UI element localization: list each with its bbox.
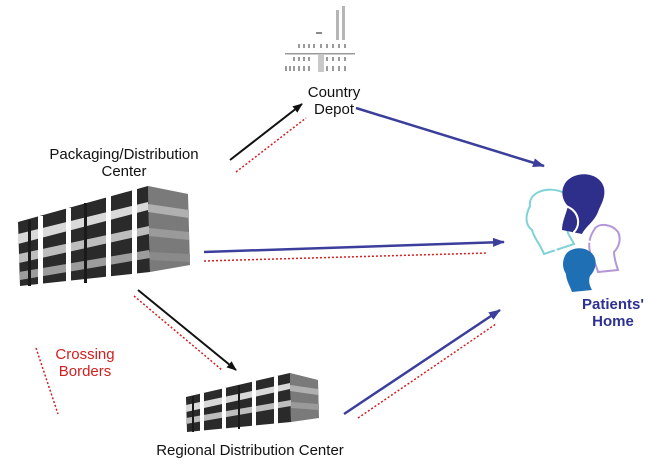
patients-home-label-line2: Home <box>592 313 634 331</box>
arrow-packaging-to-depot <box>229 103 303 161</box>
arrow-packaging-to-regional <box>137 289 237 371</box>
country-depot-icon <box>285 6 355 72</box>
country-depot-label-line2: Depot <box>313 101 355 119</box>
crossing-borders-label-line1: Crossing <box>55 346 115 363</box>
arrow-packaging-to-patients <box>203 237 505 254</box>
border-line-regional-patients <box>357 323 497 419</box>
packaging-center-label: Packaging/Distribution Center <box>34 146 214 181</box>
border-line-packaging-depot <box>235 117 307 173</box>
regional-center-building-icon <box>186 373 319 433</box>
regional-center-label: Regional Distribution Center <box>140 442 360 459</box>
country-depot-label: Country Depot <box>296 84 372 119</box>
packaging-center-label-line1: Packaging/Distribution <box>49 146 199 163</box>
arrow-depot-to-patients <box>355 106 545 168</box>
packaging-center-label-line2: Center <box>101 163 147 181</box>
crossing-borders-label: Crossing Borders <box>42 346 128 381</box>
patients-heads-icon <box>525 174 621 292</box>
arrow-regional-to-patients <box>343 308 501 416</box>
crossing-borders-legend-line <box>35 347 59 415</box>
border-line-packaging-patients <box>203 252 489 262</box>
packaging-center-building-icon <box>18 186 190 286</box>
country-depot-label-line1: Country <box>307 84 361 101</box>
crossing-borders-label-line2: Borders <box>58 363 112 381</box>
patients-home-label-line1: Patients' <box>582 296 644 313</box>
patients-home-label: Patients' Home <box>570 296 656 331</box>
regional-center-label-text: Regional Distribution Center <box>156 442 344 459</box>
border-line-packaging-regional <box>133 295 223 371</box>
